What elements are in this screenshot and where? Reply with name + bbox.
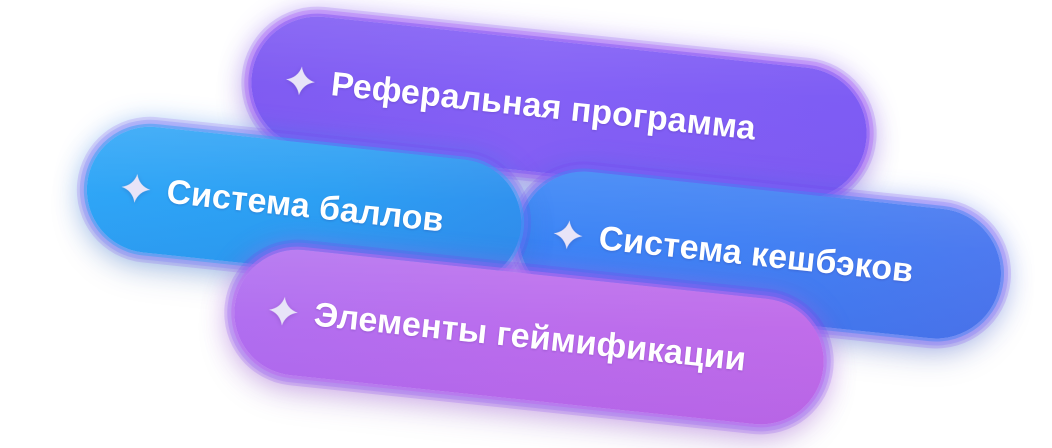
sparkle-icon <box>121 173 151 203</box>
sparkle-icon <box>268 296 298 326</box>
sparkle-icon <box>285 66 315 96</box>
pill-tag-cashback-system[interactable]: Система кешбэков <box>512 165 1008 345</box>
pill-label: Реферальная программа <box>329 65 758 148</box>
pill-label: Система кешбэков <box>596 219 916 290</box>
pill-label: Элементы геймификации <box>312 295 748 379</box>
pill-tag-referral-program[interactable]: Реферальная программа <box>244 10 874 206</box>
pill-content: Реферальная программа <box>244 10 874 206</box>
pill-content: Система баллов <box>80 120 528 292</box>
pill-tag-points-system[interactable]: Система баллов <box>80 120 528 292</box>
pill-tag-gamification-elements[interactable]: Элементы геймификации <box>228 243 830 431</box>
pill-content: Элементы геймификации <box>228 243 830 431</box>
pill-label: Система баллов <box>164 172 446 240</box>
pill-content: Система кешбэков <box>512 165 1008 345</box>
sparkle-icon <box>553 220 583 250</box>
